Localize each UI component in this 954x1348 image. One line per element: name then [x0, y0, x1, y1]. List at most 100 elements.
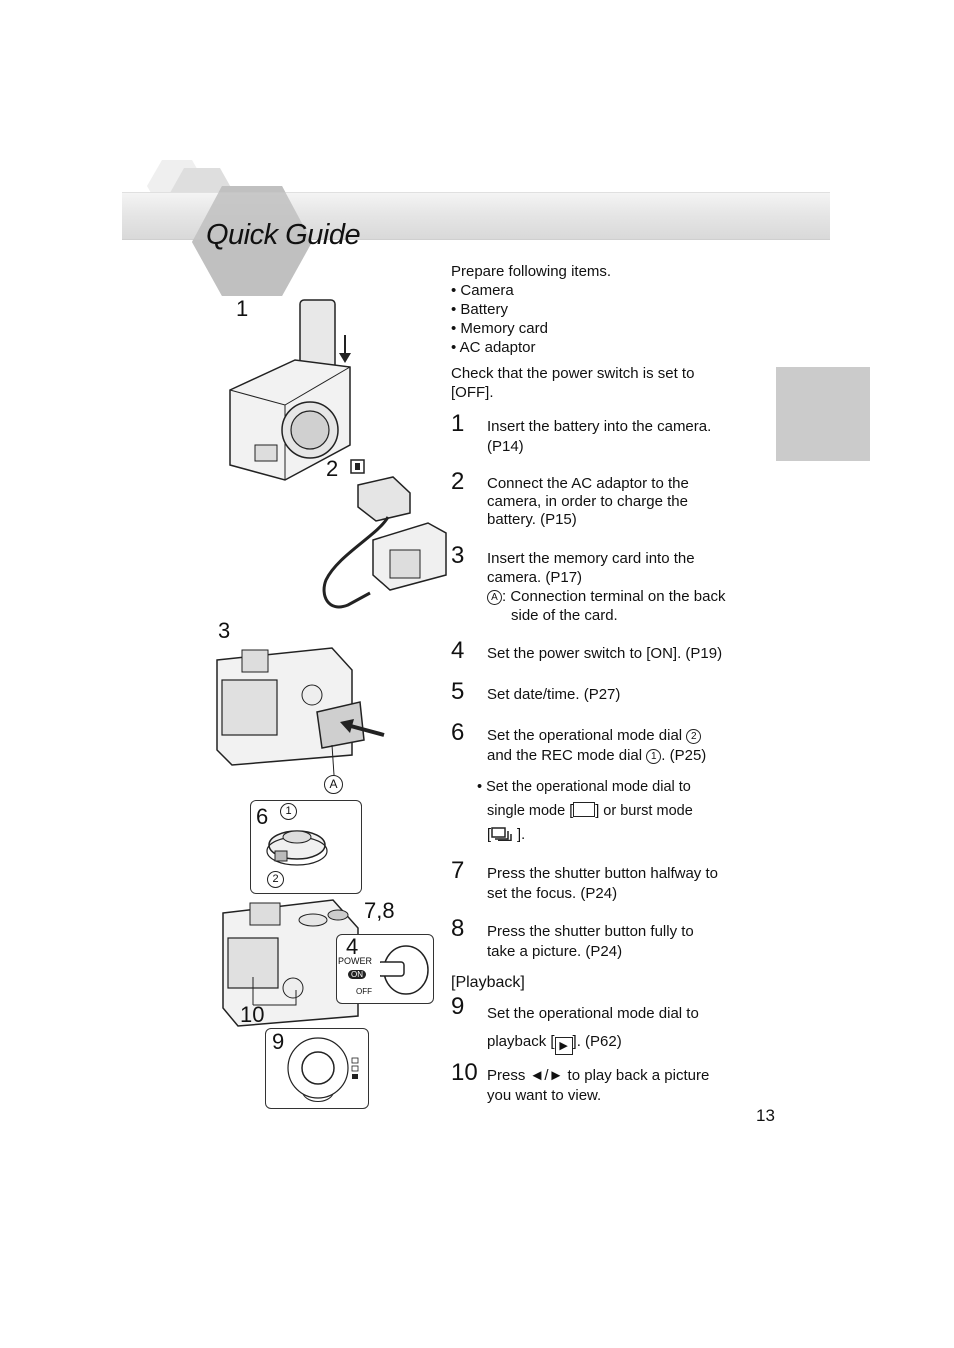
dial-1-icon: 1 [646, 749, 662, 764]
step-text: Insert the memory card into the camera. … [487, 549, 757, 625]
ac-adaptor-illustration [322, 459, 447, 609]
single-mode-icon [573, 802, 596, 817]
check-line: [OFF]. [451, 384, 494, 401]
step-line: take a picture. (P24) [487, 943, 623, 960]
step-number: 8 [451, 915, 465, 942]
playback-dial-inset [265, 1028, 369, 1109]
step-text: Set date/time. (P27) [487, 685, 757, 705]
step-number: 1 [451, 410, 465, 437]
dial-2-label: 2 [267, 871, 284, 888]
note-line-part: ] or burst mode [595, 803, 693, 819]
step-text: Insert the battery into the camera. (P14… [487, 417, 757, 457]
note-line-part: ]. [513, 827, 526, 843]
step-number: 3 [451, 542, 465, 569]
step-note: A: Connection terminal on the back [487, 587, 757, 606]
step-line-part: and the REC mode dial [487, 747, 647, 764]
step-text: Set the operational mode dial 2 and the … [487, 726, 757, 766]
intro-block: Prepare following items. • Camera • Batt… [451, 262, 694, 402]
step-text: Press the shutter button fully to take a… [487, 922, 757, 962]
playback-heading: [Playback] [451, 974, 525, 991]
step-text: Set the power switch to [ON]. (P19) [487, 644, 757, 664]
power-switch-illustration [380, 945, 429, 995]
list-item: • Memory card [451, 320, 548, 337]
off-label: OFF [356, 987, 372, 996]
header-hexagon-front [192, 186, 312, 296]
step-line: Set the operational mode dial 2 [487, 726, 757, 746]
step-line: (P14) [487, 438, 524, 455]
step-line: you want to view. [487, 1087, 602, 1104]
note-text: side of the card. [511, 607, 618, 624]
step-number: 9 [451, 993, 465, 1020]
step-text: Connect the AC adaptor to the camera, in… [487, 475, 757, 529]
memory-card-illustration [216, 647, 385, 776]
step-line: Press the shutter button fully to [487, 923, 694, 940]
left-right-arrows-icon: ◄/► [529, 1067, 564, 1084]
step-number: 2 [451, 468, 465, 495]
step-line: camera. (P17) [487, 569, 583, 586]
list-item: • Camera [451, 282, 514, 299]
note-line-part: [ [487, 827, 492, 843]
mode-note: • Set the operational mode dial to singl… [477, 775, 747, 847]
figure-4-label: 4 [346, 934, 359, 959]
camera-battery-illustration [229, 299, 351, 481]
step-line: and the REC mode dial 1. (P25) [487, 746, 757, 766]
step-line: Set the operational mode dial to [487, 1005, 699, 1022]
step-text: Press ◄/► to play back a picture you wan… [487, 1066, 757, 1106]
step-number: 6 [451, 719, 465, 746]
step-line: Connect the AC adaptor to the [487, 475, 689, 492]
on-label: ON [348, 970, 366, 979]
section-tab [776, 367, 870, 461]
step-line: Press ◄/► to play back a picture [487, 1066, 757, 1086]
step-line: playback [▶]. (P62) [487, 1028, 757, 1056]
note-line: single mode [ ] or burst mode [477, 799, 747, 823]
figure-10-label: 10 [240, 1002, 265, 1027]
leader-line [252, 977, 297, 1006]
intro-lead: Prepare following items. [451, 263, 612, 280]
step-line-part: playback [ [487, 1033, 555, 1050]
step-line-part: ]. (P62) [572, 1033, 622, 1050]
step-number: 10 [451, 1059, 478, 1086]
step-text: Press the shutter button halfway to set … [487, 864, 757, 904]
step-line-part: . (P25) [661, 747, 707, 764]
list-item: • AC adaptor [451, 339, 536, 356]
figure-9-label: 9 [272, 1029, 285, 1054]
figure-2-label: 2 [326, 456, 339, 481]
note-text: : Connection terminal on the back [502, 588, 726, 605]
step-line-part: Press [487, 1067, 530, 1084]
step-line: camera, in order to charge the [487, 493, 688, 510]
step-line-part: Set the operational mode dial [487, 727, 687, 744]
step-number: 7 [451, 857, 465, 884]
power-label: POWER [338, 956, 373, 966]
page-title: Quick Guide [206, 219, 361, 251]
page-number: 13 [756, 1106, 775, 1125]
mark-a-label: A [324, 775, 343, 794]
mode-dial-inset [250, 800, 362, 894]
step-text: Set the operational mode dial to playbac… [487, 1000, 757, 1056]
step-number: 4 [451, 637, 465, 664]
step-line: Insert the battery into the camera. [487, 418, 712, 435]
list-item: • Battery [451, 301, 508, 318]
step-line: battery. (P15) [487, 511, 577, 528]
step-line: Set the power switch to [ON]. (P19) [487, 645, 723, 662]
note-line: • Set the operational mode dial to [477, 779, 691, 795]
step-line: set the focus. (P24) [487, 885, 618, 902]
step-number: 5 [451, 678, 465, 705]
dial-1-label: 1 [280, 803, 297, 820]
playback-dial-illustration [287, 1037, 359, 1102]
note-line: [ ]. [477, 823, 747, 847]
play-icon: ▶ [554, 1037, 573, 1055]
mark-a-icon: A [487, 590, 502, 605]
step-line: Press the shutter button halfway to [487, 865, 718, 882]
step-line: Insert the memory card into the [487, 550, 695, 567]
burst-mode-icon [491, 827, 512, 842]
step-line: Set date/time. (P27) [487, 686, 621, 703]
step-line-part: to play back a picture [563, 1067, 710, 1084]
figure-78-label: 7,8 [364, 898, 395, 923]
figure-3-label: 3 [218, 618, 231, 643]
figure-1-label: 1 [236, 296, 249, 321]
figure-6-label: 6 [256, 804, 269, 829]
note-line-part: single mode [ [487, 803, 574, 819]
mode-dial-illustration [266, 830, 328, 866]
dial-2-icon: 2 [686, 729, 702, 744]
check-line: Check that the power switch is set to [451, 365, 695, 382]
